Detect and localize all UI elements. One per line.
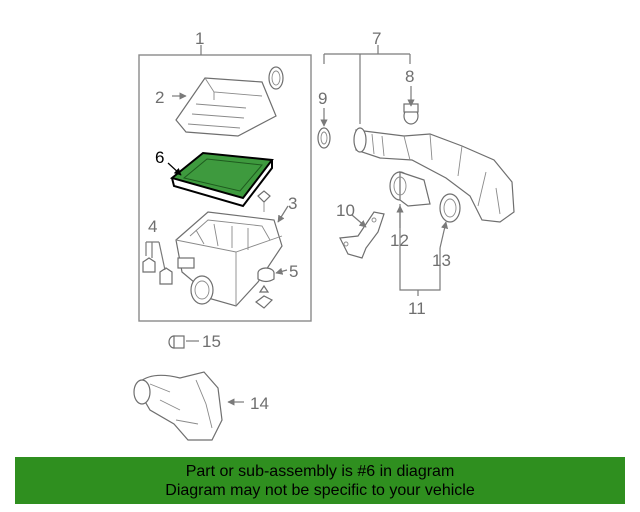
callout-6: 6 — [155, 148, 164, 167]
clip-small — [255, 284, 274, 309]
clip-pair[interactable] — [142, 257, 173, 285]
air-filter-element[interactable] — [169, 151, 274, 208]
air-cleaner-cover[interactable] — [175, 66, 284, 137]
callout-7: 7 — [372, 29, 381, 48]
callout-11: 11 — [408, 299, 426, 318]
intake-tube[interactable] — [353, 127, 515, 223]
clamp-9[interactable] — [317, 127, 331, 149]
callout-1: 1 — [195, 29, 204, 48]
bolt-small — [257, 190, 271, 212]
clamp-13[interactable] — [439, 193, 461, 223]
cap-8[interactable] — [403, 103, 419, 125]
callout-8: 8 — [405, 67, 414, 86]
callout-4: 4 — [148, 217, 157, 236]
fastener-15[interactable] — [168, 335, 185, 349]
callout-10: 10 — [336, 201, 355, 220]
banner-line-2: Diagram may not be specific to your vehi… — [165, 481, 475, 499]
banner-line-1: Part or sub-assembly is #6 in diagram — [185, 462, 455, 480]
callout-12: 12 — [390, 231, 409, 250]
callout-5: 5 — [289, 262, 298, 281]
assembly-frame — [138, 54, 312, 322]
intake-duct[interactable] — [133, 371, 223, 441]
callout-9: 9 — [318, 89, 327, 108]
airflow-sensor[interactable] — [389, 171, 431, 207]
info-banner: Part or sub-assembly is #6 in diagram Di… — [15, 457, 625, 504]
callout-15: 15 — [202, 332, 221, 351]
bracket-10[interactable] — [339, 211, 385, 259]
parts-diagram: 1 2 3 4 5 6 7 8 9 10 11 12 13 14 15 — [133, 29, 515, 441]
grommet[interactable] — [257, 267, 275, 283]
callout-3: 3 — [288, 194, 297, 213]
callout-14: 14 — [250, 394, 269, 413]
callout-2: 2 — [155, 88, 164, 107]
callout-13: 13 — [432, 251, 451, 270]
air-cleaner-housing[interactable] — [175, 211, 283, 307]
